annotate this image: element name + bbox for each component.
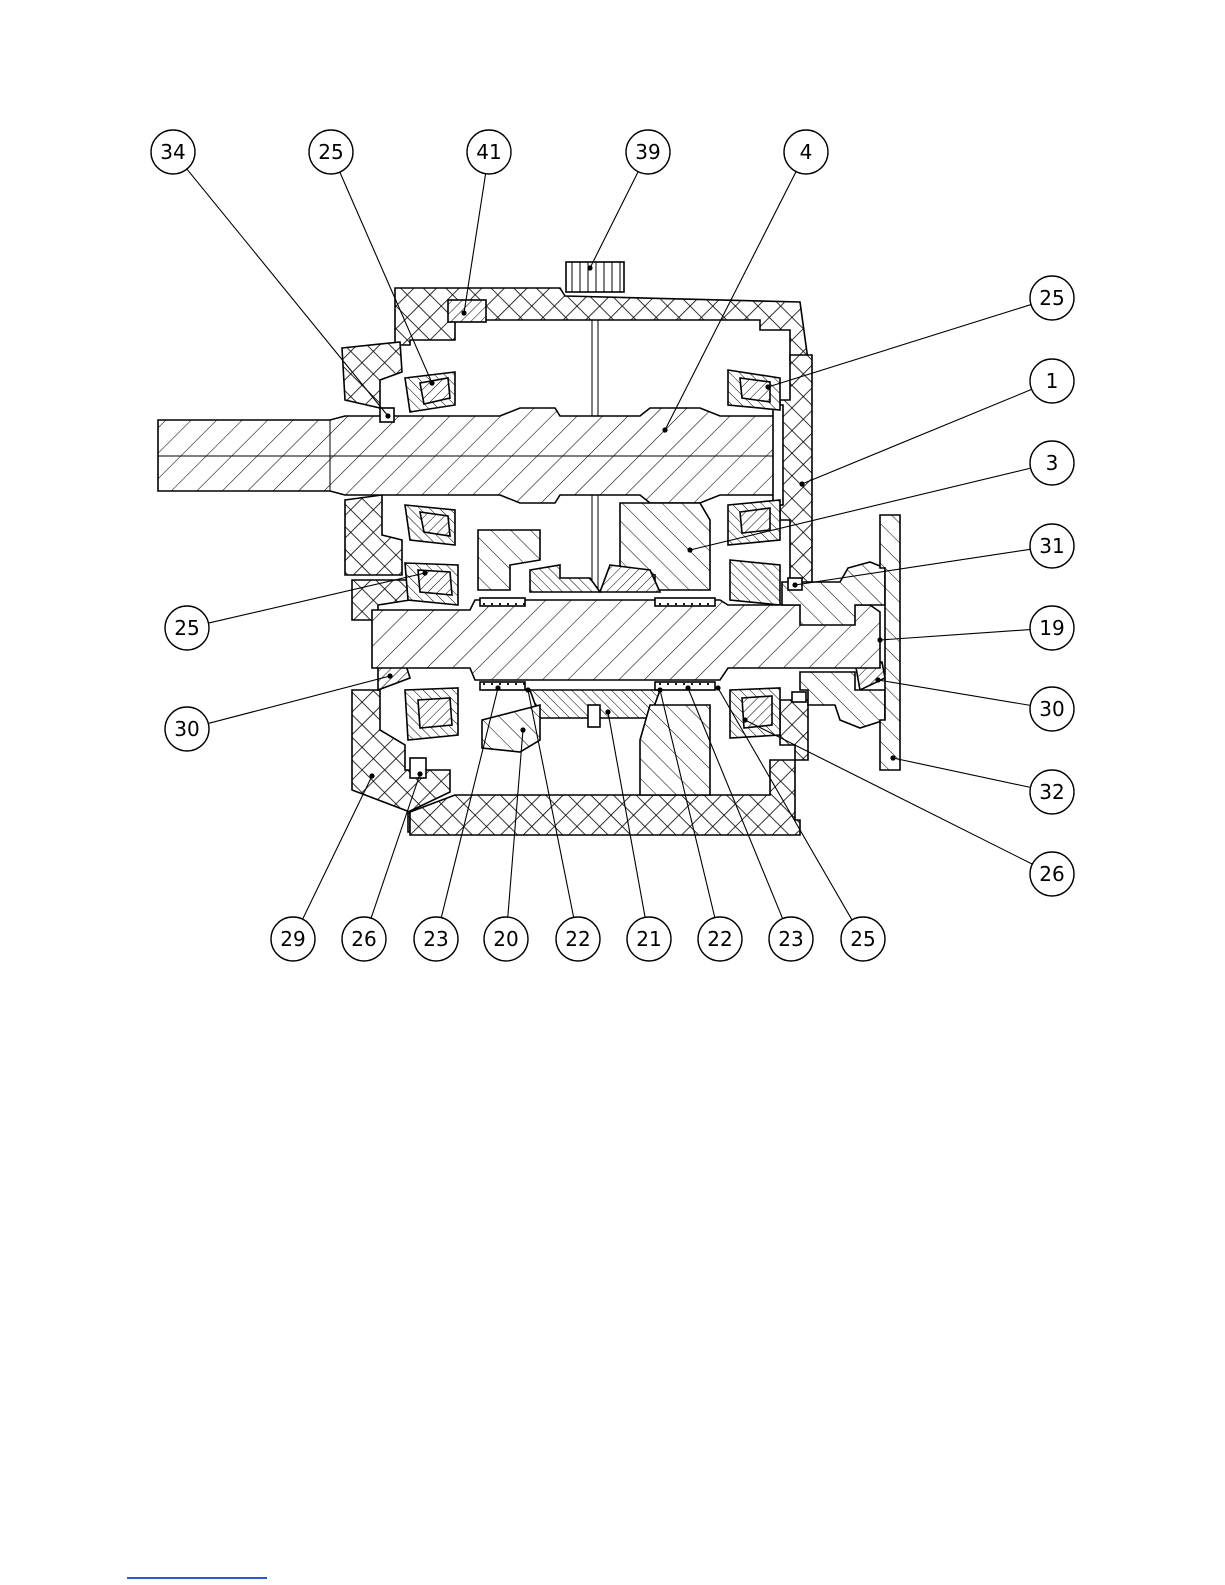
callout-c1: 1 xyxy=(1030,359,1074,403)
leader-dot-c34 xyxy=(385,413,390,418)
input-shaft xyxy=(158,405,783,505)
callout-label: 30 xyxy=(174,717,199,741)
leader-dot-c30b xyxy=(875,677,880,682)
callout-c25d: 25 xyxy=(841,917,885,961)
leader-dot-c26b xyxy=(417,771,422,776)
callout-label: 30 xyxy=(1039,697,1064,721)
leader-dot-c23a xyxy=(495,685,500,690)
housing-lower-right-wall xyxy=(780,700,808,760)
callout-c41: 41 xyxy=(467,130,511,174)
callout-c25c: 25 xyxy=(165,606,209,650)
callout-label: 1 xyxy=(1046,369,1059,393)
leader-line-c25b xyxy=(768,305,1031,387)
callout-c25b: 25 xyxy=(1030,276,1074,320)
leader-line-c32 xyxy=(893,758,1030,787)
leader-dot-c39 xyxy=(587,265,592,270)
leader-dot-c21 xyxy=(605,709,610,714)
leader-line-c19 xyxy=(880,630,1030,640)
callout-label: 25 xyxy=(318,140,343,164)
plug-41 xyxy=(448,300,486,322)
callout-c23b: 23 xyxy=(769,917,813,961)
callout-c22b: 22 xyxy=(698,917,742,961)
callout-label: 26 xyxy=(351,927,376,951)
leader-dot-c22a xyxy=(525,687,530,692)
leader-dot-c19 xyxy=(877,637,882,642)
callout-c30a: 30 xyxy=(165,707,209,751)
housing-left-cover-lower xyxy=(345,495,402,575)
leader-line-c29 xyxy=(303,776,372,919)
callout-label: 22 xyxy=(565,927,590,951)
callout-c30b: 30 xyxy=(1030,687,1074,731)
callout-label: 25 xyxy=(1039,286,1064,310)
callout-c23a: 23 xyxy=(414,917,458,961)
callout-label: 23 xyxy=(778,927,803,951)
callout-label: 31 xyxy=(1039,534,1064,558)
housing-top-wall xyxy=(395,288,808,360)
leader-line-c39 xyxy=(590,172,638,268)
callout-label: 39 xyxy=(635,140,660,164)
leader-dot-c32 xyxy=(890,755,895,760)
leader-dot-c22b xyxy=(657,687,662,692)
callout-c20: 20 xyxy=(484,917,528,961)
callout-label: 26 xyxy=(1039,862,1064,886)
callout-c29: 29 xyxy=(271,917,315,961)
leader-dot-c25b xyxy=(765,384,770,389)
callout-label: 19 xyxy=(1039,616,1064,640)
callout-label: 41 xyxy=(476,140,501,164)
leader-line-c30b xyxy=(878,680,1030,705)
callout-c31: 31 xyxy=(1030,524,1074,568)
leader-dot-c23b xyxy=(685,685,690,690)
callout-c39: 39 xyxy=(626,130,670,174)
callout-c19: 19 xyxy=(1030,606,1074,650)
callouts: 34 25 41 39 4 25 1 3 31 25 19 30 30 32 26 29 26 23 20 22 21 2… xyxy=(151,130,1074,961)
leader-dot-c20 xyxy=(520,727,525,732)
leader-dot-c25a xyxy=(429,380,434,385)
leader-dot-c1 xyxy=(799,481,804,486)
callout-c26a: 26 xyxy=(1030,852,1074,896)
footer-link-underline[interactable] xyxy=(127,1577,267,1579)
callout-label: 25 xyxy=(174,616,199,640)
leader-dot-c29 xyxy=(369,773,374,778)
housing-right-upper-wall xyxy=(780,355,812,585)
callout-c34: 34 xyxy=(151,130,195,174)
leader-dot-c41 xyxy=(461,310,466,315)
leader-line-c1 xyxy=(802,389,1032,484)
gear-3 xyxy=(478,503,710,590)
callout-label: 32 xyxy=(1039,780,1064,804)
housing-bottom-wall xyxy=(410,760,800,835)
leader-line-c34 xyxy=(187,169,388,416)
callout-label: 3 xyxy=(1046,451,1059,475)
leader-line-c31 xyxy=(795,549,1030,585)
callout-label: 23 xyxy=(423,927,448,951)
callout-label: 29 xyxy=(280,927,305,951)
leader-dot-c3 xyxy=(687,547,692,552)
callout-label: 34 xyxy=(160,140,185,164)
callout-label: 25 xyxy=(850,927,875,951)
callout-label: 20 xyxy=(493,927,518,951)
callout-c22a: 22 xyxy=(556,917,600,961)
callout-c26b: 26 xyxy=(342,917,386,961)
callout-c25a: 25 xyxy=(309,130,353,174)
leader-dot-c25c xyxy=(422,570,427,575)
leader-dot-c31 xyxy=(792,582,797,587)
callout-label: 4 xyxy=(800,140,813,164)
callout-c4: 4 xyxy=(784,130,828,174)
flange-plate-32 xyxy=(880,515,900,770)
leader-dot-c30a xyxy=(387,673,392,678)
callout-c21: 21 xyxy=(627,917,671,961)
leader-dot-c26a xyxy=(742,717,747,722)
callout-label: 22 xyxy=(707,927,732,951)
housing-left-cover xyxy=(342,342,402,408)
callout-label: 21 xyxy=(636,927,661,951)
leader-dot-c4 xyxy=(662,427,667,432)
callout-c32: 32 xyxy=(1030,770,1074,814)
callout-c3: 3 xyxy=(1030,441,1074,485)
leader-dot-c25d xyxy=(715,685,720,690)
